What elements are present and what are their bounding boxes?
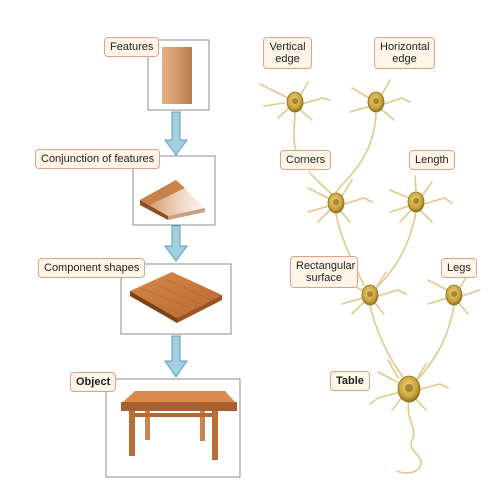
label-component-shapes: Component shapes xyxy=(38,258,146,278)
axon-corners-link xyxy=(308,171,333,196)
axon-rectangular-surface xyxy=(369,304,404,378)
label-vertical-edge: Vertical edge xyxy=(263,37,312,69)
axon-legs xyxy=(416,304,455,381)
axon-vertical-edge xyxy=(293,111,297,151)
label-object: Object xyxy=(70,372,117,392)
label-table: Table xyxy=(330,371,370,391)
neuron-network xyxy=(259,79,481,474)
label-legs: Legs xyxy=(441,258,477,278)
wood-plank-image xyxy=(130,272,222,323)
table-image xyxy=(121,391,237,460)
wood-corner-image xyxy=(140,180,205,220)
axon-length xyxy=(375,211,417,289)
axon-corners xyxy=(335,213,365,286)
axon-table-output xyxy=(396,399,422,474)
arrow-2 xyxy=(164,225,188,262)
axon-horizontal-edge xyxy=(335,111,377,193)
label-rectangular-surface: Rectangular surface xyxy=(290,256,358,288)
label-horizontal-edge: Horizontal edge xyxy=(374,37,435,69)
wood-bar-image xyxy=(162,47,192,104)
label-corners: Corners xyxy=(280,150,332,170)
label-length: Length xyxy=(409,150,455,170)
label-features: Features xyxy=(104,37,160,57)
neuron-cell-bodies xyxy=(286,91,463,403)
arrow-3 xyxy=(164,335,188,378)
arrow-1 xyxy=(164,111,188,156)
label-conjunction-of-features: Conjunction of features xyxy=(35,149,161,169)
